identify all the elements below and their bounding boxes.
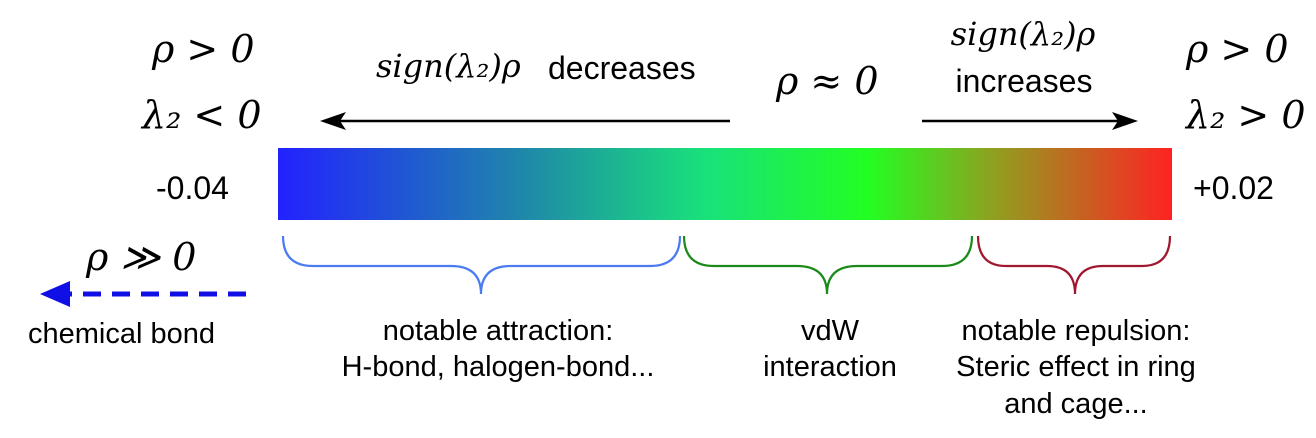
right-rho-positive-label: ρ > 0 bbox=[1186, 27, 1289, 71]
vdw-brace bbox=[682, 235, 974, 295]
increases-math-label: sign(λ₂)ρ bbox=[950, 15, 1096, 53]
decreases-arrow bbox=[320, 112, 730, 130]
region-vdw-caption: vdW interaction bbox=[763, 315, 897, 384]
right-scale-value: +0.02 bbox=[1193, 170, 1274, 206]
left-lambda2-negative-label: λ₂ < 0 bbox=[142, 93, 262, 137]
decreases-math-label: sign(λ₂)ρ bbox=[376, 47, 521, 85]
chemical-bond-math-label: ρ ≫ 0 bbox=[86, 235, 197, 279]
right-lambda2-positive-label: λ₂ > 0 bbox=[1186, 93, 1306, 137]
region-repulsion-caption: notable repulsion: Steric effect in ring… bbox=[956, 315, 1196, 420]
color-scale-bar bbox=[278, 148, 1172, 220]
attraction-brace bbox=[281, 235, 682, 295]
region-attraction-caption: notable attraction: H-bond, halogen-bond… bbox=[341, 315, 655, 384]
chemical-bond-arrow bbox=[40, 281, 246, 307]
repulsion-brace bbox=[976, 235, 1172, 295]
chemical-bond-text-label: chemical bond bbox=[28, 318, 215, 350]
decreases-text-label: decreases bbox=[548, 50, 696, 86]
increases-text-label: increases bbox=[955, 63, 1093, 99]
left-scale-value: -0.04 bbox=[156, 170, 229, 206]
increases-arrow bbox=[922, 112, 1138, 130]
left-rho-positive-label: ρ > 0 bbox=[152, 27, 255, 71]
center-rho-approx-zero-label: ρ ≈ 0 bbox=[776, 59, 879, 103]
